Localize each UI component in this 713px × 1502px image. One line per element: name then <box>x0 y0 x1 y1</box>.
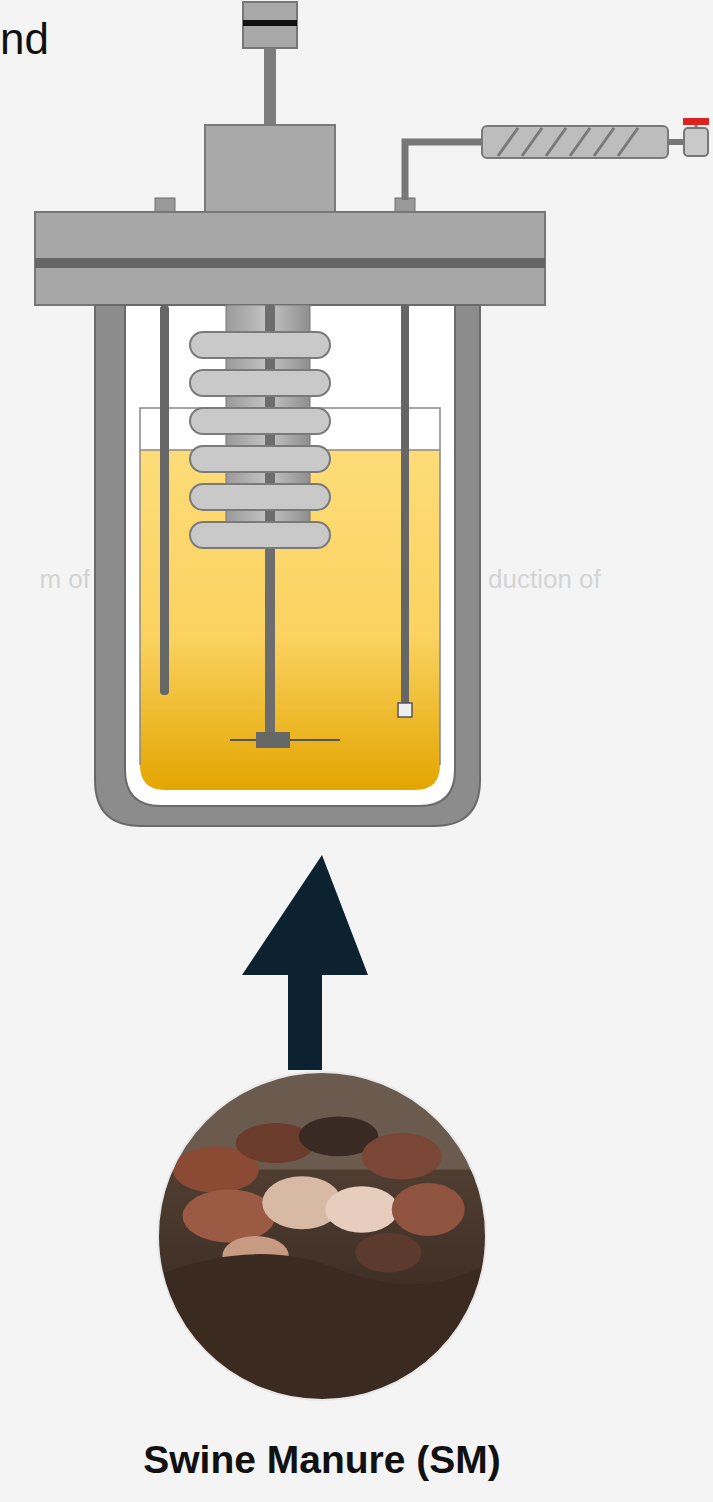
gas-pipe <box>405 142 482 200</box>
condenser <box>482 126 668 158</box>
handle-stripe <box>243 20 297 26</box>
motor-box <box>205 125 335 212</box>
text-label: duction of <box>488 564 601 595</box>
liquid <box>140 450 440 790</box>
vessel-jacket <box>95 305 480 826</box>
valve <box>684 128 708 156</box>
text-label: m of <box>39 564 90 595</box>
lid <box>35 212 545 305</box>
text-label: nd <box>0 14 49 64</box>
node-caption: Swine Manure (SM) <box>62 1438 582 1482</box>
lid-seam <box>35 258 545 268</box>
valve-handle <box>683 118 709 125</box>
condenser-coil <box>498 128 638 156</box>
probe-tip <box>398 703 412 717</box>
probe <box>401 305 409 707</box>
stem <box>264 48 276 126</box>
vessel-interior <box>125 305 455 806</box>
heating-coil <box>190 332 330 548</box>
port <box>395 198 415 212</box>
impeller-hub <box>256 732 290 748</box>
manure-photo <box>156 1070 488 1402</box>
probe <box>160 305 169 695</box>
port <box>155 198 175 212</box>
feed-arrow <box>242 855 368 1070</box>
manure-photo-node: Swine Manure (SM) <box>62 1070 582 1482</box>
handle <box>243 2 297 48</box>
